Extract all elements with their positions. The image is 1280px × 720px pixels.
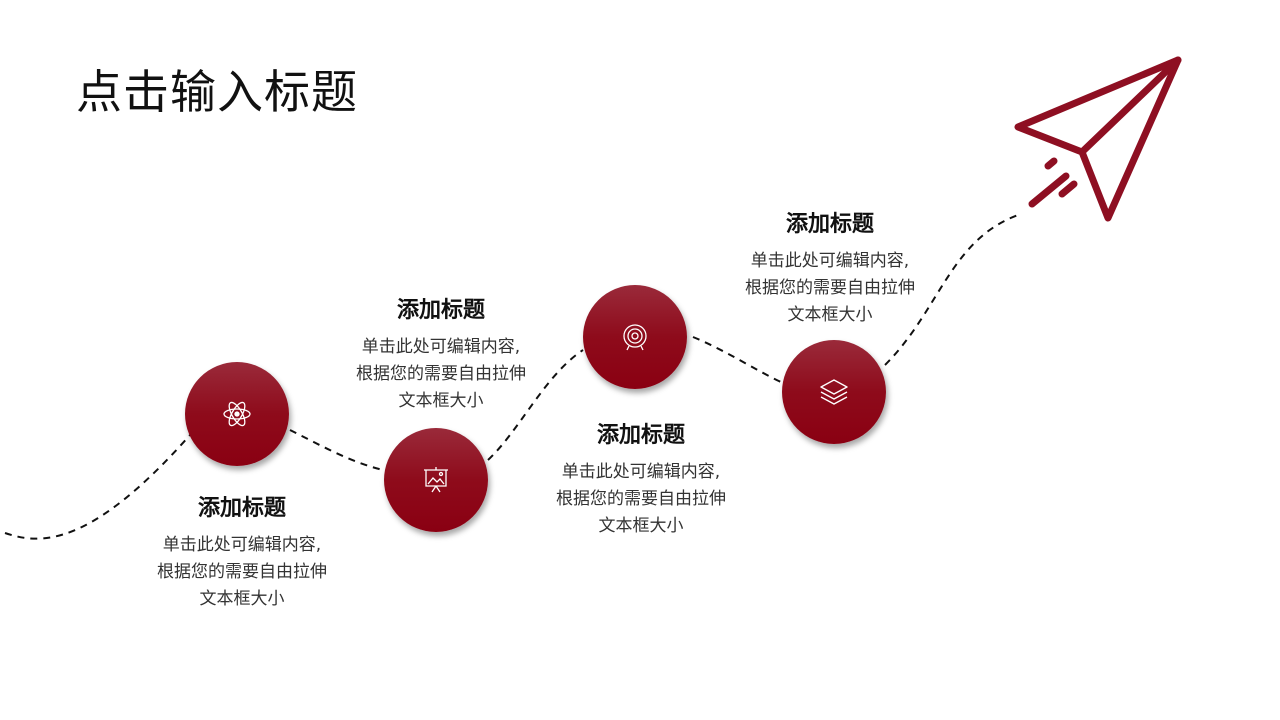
body-line: 文本框大小 (598, 516, 684, 536)
step-3-text[interactable]: 添加标题 单击此处可编辑内容, 根据您的需要自由拉伸文本框大小 (531, 417, 751, 540)
body-line: 单击此处可编辑内容, (162, 535, 322, 555)
body-line: 根据您的需要自由拉伸 (157, 562, 327, 582)
body-line: 文本框大小 (787, 305, 873, 325)
atom-icon (223, 401, 251, 427)
page-title[interactable]: 点击输入标题 (76, 65, 358, 119)
step-body: 单击此处可编辑内容, 根据您的需要自由拉伸文本框大小 (331, 334, 551, 415)
target-icon (623, 324, 647, 351)
body-line: 文本框大小 (398, 391, 484, 411)
body-line: 根据您的需要自由拉伸 (556, 489, 726, 509)
step-body: 单击此处可编辑内容, 根据您的需要自由拉伸文本框大小 (720, 248, 940, 329)
step-4-circle (782, 340, 886, 444)
body-line: 根据您的需要自由拉伸 (356, 364, 526, 384)
step-4-text[interactable]: 添加标题 单击此处可编辑内容, 根据您的需要自由拉伸文本框大小 (720, 206, 940, 329)
step-1-text[interactable]: 添加标题 单击此处可编辑内容, 根据您的需要自由拉伸文本框大小 (132, 490, 352, 613)
step-title: 添加标题 (785, 212, 874, 237)
step-2-text[interactable]: 添加标题 单击此处可编辑内容, 根据您的需要自由拉伸文本框大小 (331, 292, 551, 415)
body-line: 根据您的需要自由拉伸 (745, 278, 915, 298)
layers-icon (820, 379, 848, 405)
step-1-circle (185, 362, 289, 466)
step-title: 添加标题 (197, 496, 286, 521)
step-body: 单击此处可编辑内容, 根据您的需要自由拉伸文本框大小 (531, 459, 751, 540)
presentation-icon (424, 467, 448, 493)
body-line: 单击此处可编辑内容, (750, 251, 910, 271)
body-line: 文本框大小 (199, 589, 285, 609)
step-title: 添加标题 (396, 298, 485, 323)
step-title: 添加标题 (596, 423, 685, 448)
step-2-circle (384, 428, 488, 532)
step-body: 单击此处可编辑内容, 根据您的需要自由拉伸文本框大小 (132, 532, 352, 613)
paper-plane-icon (1014, 56, 1182, 222)
body-line: 单击此处可编辑内容, (361, 337, 521, 357)
step-3-circle (583, 285, 687, 389)
body-line: 单击此处可编辑内容, (561, 462, 721, 482)
